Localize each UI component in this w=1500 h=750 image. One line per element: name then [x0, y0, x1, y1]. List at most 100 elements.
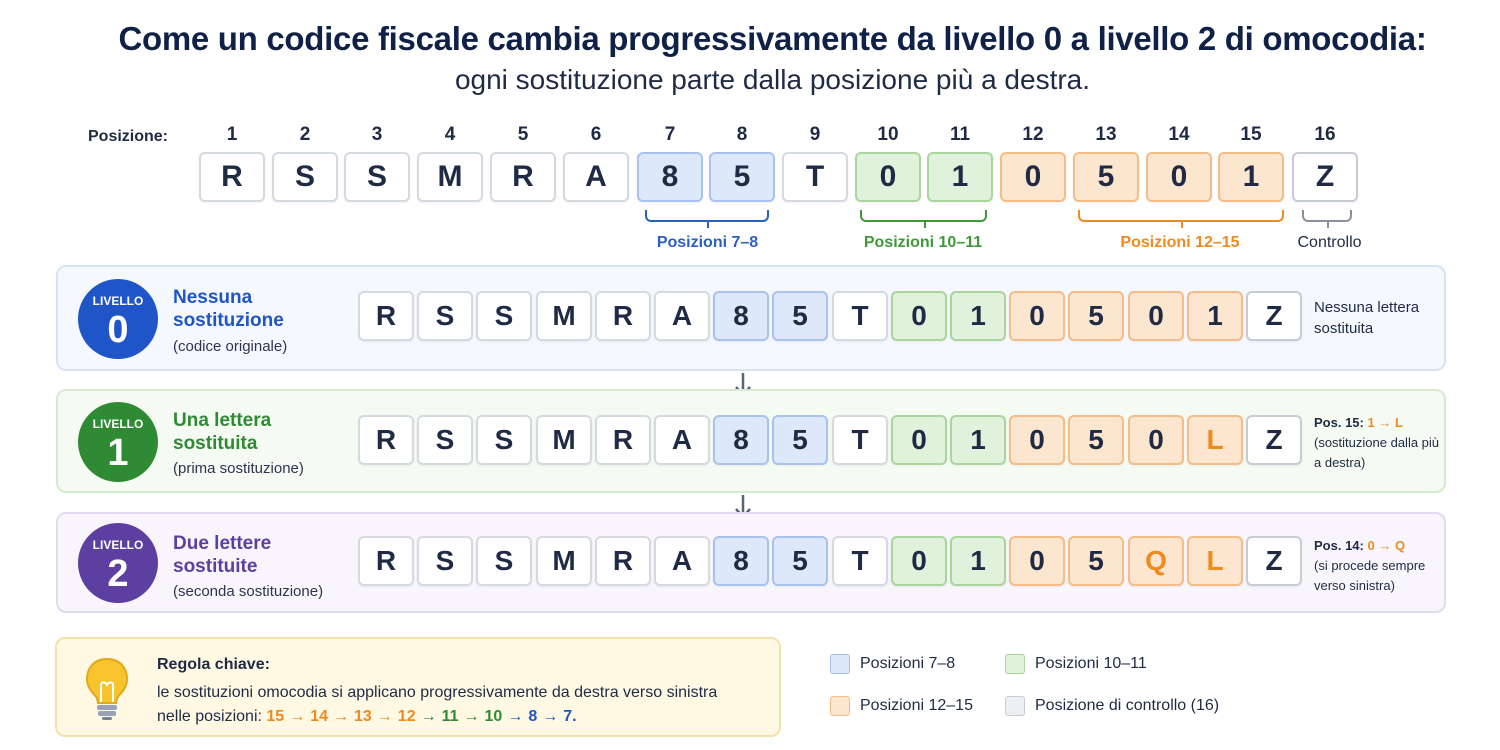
code-char-cell: L — [1187, 536, 1243, 586]
bracket-control — [1302, 210, 1352, 228]
code-char-cell: R — [595, 415, 651, 465]
code-char-cell: 5 — [709, 152, 775, 202]
position-number: 4 — [444, 124, 456, 145]
legend-blue: Posizioni 7–8 — [830, 654, 955, 674]
sequence-arrow: → — [542, 708, 559, 725]
position-number: 14 — [1168, 124, 1190, 145]
level-0-badge: LIVELLO 0 — [78, 279, 158, 359]
code-char-cell: S — [476, 291, 532, 341]
level-2-note-pos: Pos. 14: — [1314, 538, 1364, 553]
level-0-desc: (codice originale) — [173, 338, 288, 355]
code-char-cell: 0 — [891, 291, 947, 341]
sequence-position: 13 — [354, 708, 372, 725]
code-char-cell: M — [536, 415, 592, 465]
level-1-badge: LIVELLO 1 — [78, 402, 158, 482]
level-1-desc: (prima sostituzione) — [173, 460, 304, 477]
code-char-cell: M — [536, 291, 592, 341]
lightbulb-icon — [85, 657, 129, 720]
code-char-cell: T — [832, 536, 888, 586]
key-rule-box: Regola chiave: le sostituzioni omocodia … — [55, 637, 781, 737]
code-char-cell: 0 — [1146, 152, 1212, 202]
sequence-position: 7. — [563, 708, 577, 725]
positions-label: Posizione: — [88, 128, 169, 145]
code-char-cell: 8 — [637, 152, 703, 202]
position-number: 10 — [877, 124, 899, 145]
bracket-positions-10-11 — [860, 210, 987, 228]
code-char-cell: 5 — [772, 536, 828, 586]
code-char-cell: 1 — [927, 152, 993, 202]
label-positions-10-11: Posizioni 10–11 — [863, 234, 983, 251]
legend-gray: Posizione di controllo (16) — [1005, 696, 1219, 716]
position-number: 3 — [371, 124, 383, 145]
legend-swatch-blue — [830, 654, 850, 674]
code-char-cell: 1 — [1187, 291, 1243, 341]
code-char-cell: 0 — [1128, 415, 1184, 465]
legend-swatch-gray — [1005, 696, 1025, 716]
code-char-cell: S — [344, 152, 410, 202]
code-char-cell: 0 — [855, 152, 921, 202]
position-sequence: 15→14→13→12→11→10→8→7. — [266, 708, 576, 725]
code-char-cell: R — [595, 291, 651, 341]
sequence-position: 14 — [310, 708, 328, 725]
code-char-cell: Q — [1128, 536, 1184, 586]
level-2-panel: LIVELLO 2 Due lettere sostituite (second… — [56, 512, 1446, 613]
level-2-badge-number: 2 — [107, 553, 129, 595]
level-2-badge-label: LIVELLO — [92, 538, 144, 552]
position-number: 7 — [664, 124, 676, 145]
sequence-arrow: → — [333, 708, 349, 725]
legend-label-blue: Posizioni 7–8 — [860, 655, 956, 672]
code-char-cell: 5 — [772, 291, 828, 341]
rule-title: Regola chiave: — [157, 656, 270, 673]
code-char-cell: 0 — [1009, 291, 1065, 341]
legend-orange: Posizioni 12–15 — [830, 696, 973, 716]
position-number: 8 — [736, 124, 748, 145]
code-char-cell: M — [417, 152, 483, 202]
bracket-positions-7-8 — [645, 210, 769, 228]
sequence-position: 15 — [266, 708, 285, 725]
code-char-cell: A — [563, 152, 629, 202]
code-char-cell: R — [199, 152, 265, 202]
level-2-note-sub: (si procede sempre verso sinistra) — [1314, 558, 1426, 593]
sequence-position: 10 — [484, 708, 503, 725]
code-char-cell: 0 — [891, 415, 947, 465]
level-1-note-change: 1 → L — [1367, 415, 1403, 430]
code-char-cell: 1 — [950, 536, 1006, 586]
code-char-cell: 1 — [1218, 152, 1284, 202]
label-control: Controllo — [1297, 234, 1362, 251]
page-subtitle: ogni sostituzione parte dalla posizione … — [454, 64, 1091, 95]
level-2-note: Pos. 14: 0 → Q (si procede sempre verso … — [1314, 536, 1444, 596]
code-char-cell: Z — [1246, 536, 1302, 586]
level-0-note: Nessuna lettera sostituita — [1314, 299, 1420, 337]
level-1-note: Pos. 15: 1 → L (sostituzione dalla più a… — [1314, 413, 1444, 473]
page-title: Come un codice fiscale cambia progressiv… — [118, 20, 1427, 57]
level-2-badge: LIVELLO 2 — [78, 523, 158, 603]
legend-green: Posizioni 10–11 — [1005, 654, 1147, 674]
code-char-cell: 5 — [772, 415, 828, 465]
level-1-badge-label: LIVELLO — [92, 417, 144, 431]
level-0-badge-label: LIVELLO — [92, 294, 144, 308]
code-char-cell: S — [272, 152, 338, 202]
bracket-positions-12-15 — [1078, 210, 1284, 228]
code-char-cell: 1 — [950, 291, 1006, 341]
level-1-title: Una lettera sostituita — [173, 410, 272, 454]
code-char-cell: 5 — [1068, 291, 1124, 341]
sequence-arrow: → — [420, 708, 437, 725]
code-char-cell: T — [832, 291, 888, 341]
code-char-cell: 5 — [1068, 536, 1124, 586]
position-number: 5 — [517, 124, 529, 145]
sequence-arrow: → — [289, 708, 306, 725]
legend-swatch-green — [1005, 654, 1025, 674]
position-number: 1 — [226, 124, 238, 145]
code-char-cell: R — [595, 536, 651, 586]
position-number: 16 — [1314, 124, 1336, 145]
level-0-title: Nessuna sostituzione — [173, 287, 284, 331]
legend-label-green: Posizioni 10–11 — [1035, 655, 1147, 672]
code-char-cell: S — [476, 536, 532, 586]
code-char-cell: R — [358, 291, 414, 341]
code-char-cell: Z — [1246, 415, 1302, 465]
level-1-note-pos: Pos. 15: — [1314, 415, 1364, 430]
code-char-cell: S — [417, 536, 473, 586]
code-char-cell: 0 — [1128, 291, 1184, 341]
position-number: 6 — [590, 124, 602, 145]
code-char-cell: 0 — [1000, 152, 1066, 202]
